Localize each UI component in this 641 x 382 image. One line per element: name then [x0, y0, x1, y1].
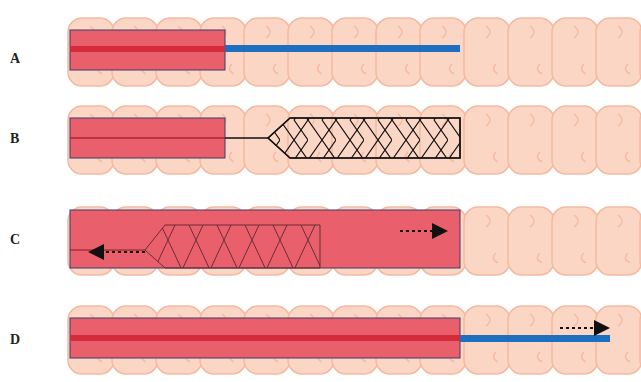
colon-outline: [68, 18, 641, 374]
panel-letter: A: [10, 52, 20, 66]
catheter-withdrawal: [70, 318, 610, 358]
deploying-stent: [70, 118, 460, 158]
panel-letter: C: [10, 233, 20, 247]
panel-letter: D: [10, 333, 20, 347]
panel-letter: B: [10, 132, 19, 146]
catheter-with-guidewire: [70, 30, 460, 70]
deployed-stent: [70, 210, 460, 268]
